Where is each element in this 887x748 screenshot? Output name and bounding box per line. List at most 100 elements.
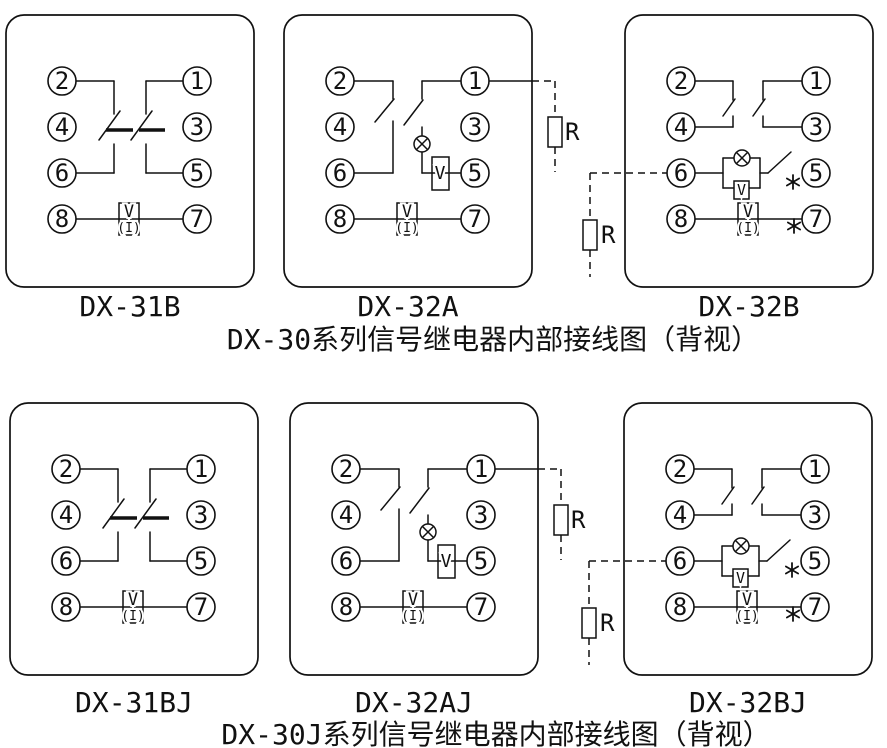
terminal-number: 4 <box>673 501 687 529</box>
terminal-circle <box>331 546 361 576</box>
terminal-circle <box>800 454 830 484</box>
terminal-circle <box>47 66 77 96</box>
resistor-icon <box>553 504 569 536</box>
terminal-number: 6 <box>673 547 687 575</box>
terminal-circle <box>666 204 696 234</box>
terminal-number: 2 <box>673 455 687 483</box>
terminal-circle <box>666 158 696 188</box>
terminal-circle <box>466 500 496 530</box>
asterisk-icon <box>787 218 801 234</box>
terminal-circle <box>186 500 216 530</box>
terminal-number: 4 <box>339 501 353 529</box>
terminal-circle <box>47 112 77 142</box>
contact-blade-icon <box>766 539 791 562</box>
terminal-circle <box>460 66 490 96</box>
terminal-circle <box>182 66 212 96</box>
terminal-number: 5 <box>468 159 482 187</box>
terminal-number: 4 <box>333 113 347 141</box>
terminal-circle <box>801 158 831 188</box>
terminal-number: 1 <box>194 455 208 483</box>
diagram-dx-32aj: R V V (I) 2 4 6 8 1 3 5 7 <box>289 402 586 676</box>
terminal-number: 1 <box>474 455 488 483</box>
terminal-number: 2 <box>55 67 69 95</box>
contact-blade-icon <box>751 486 765 505</box>
voltage-element-label: V <box>736 569 745 587</box>
diagram-label: DX-32BJ <box>689 686 807 719</box>
terminal-circle <box>331 592 361 622</box>
terminal-circle <box>800 592 830 622</box>
coil-label-top: V <box>743 202 753 222</box>
diagram-box <box>624 14 874 288</box>
asterisk-icon <box>786 174 800 190</box>
terminal-number: 3 <box>194 501 208 529</box>
terminal-circle <box>325 112 355 142</box>
contact-blade-icon <box>752 98 766 117</box>
terminal-number: 8 <box>59 593 73 621</box>
terminal-number: 8 <box>674 205 688 233</box>
terminal-circle <box>182 204 212 234</box>
terminal-circle <box>460 204 490 234</box>
caption-top: DX-30系列信号继电器内部接线图（背视） <box>227 323 759 356</box>
terminal-circle <box>460 158 490 188</box>
diagram-dx-32a: R V V (I) 2 4 6 8 1 3 5 7 <box>283 14 580 288</box>
terminal-number: 1 <box>190 67 204 95</box>
terminal-circle <box>182 158 212 188</box>
terminal-number: 5 <box>809 159 823 187</box>
resistor-label: R <box>571 506 586 534</box>
terminal-circle <box>47 158 77 188</box>
diagram-dx-32bj: R V V (I) 2 4 6 8 1 <box>581 402 873 676</box>
coil-label-bottom: (I) <box>117 221 140 236</box>
coil-label-bottom: (I) <box>121 609 144 624</box>
terminal-number: 7 <box>808 593 822 621</box>
voltage-element-label: V <box>441 551 452 572</box>
terminal-number: 5 <box>474 547 488 575</box>
coil-box <box>118 202 140 236</box>
contact-blade-icon <box>722 98 736 117</box>
terminal-number: 7 <box>474 593 488 621</box>
terminal-number: 4 <box>55 113 69 141</box>
caption-bottom: DX-30J系列信号继电器内部接线图（背视） <box>221 718 770 748</box>
terminal-circle <box>182 112 212 142</box>
diagram-box <box>289 402 539 676</box>
contact-blade-icon <box>721 486 735 505</box>
terminal-number: 1 <box>808 455 822 483</box>
terminal-number: 2 <box>59 455 73 483</box>
terminal-circle <box>51 500 81 530</box>
terminal-number: 8 <box>333 205 347 233</box>
terminal-number: 3 <box>468 113 482 141</box>
contact-blade-icon <box>403 99 424 126</box>
coil-label-bottom: (I) <box>401 609 424 624</box>
lamp-cross <box>735 151 749 165</box>
contact-blade-icon <box>130 110 153 141</box>
coil-label-top: V <box>408 590 418 610</box>
terminal-circle <box>665 500 695 530</box>
terminal-number: 3 <box>474 501 488 529</box>
terminal-circle <box>325 204 355 234</box>
diagram-dx-31bj: V (I) 2 4 6 8 1 3 5 7 <box>9 402 259 676</box>
coil-label-top: V <box>128 590 138 610</box>
terminal-circle <box>801 66 831 96</box>
terminal-circle <box>460 112 490 142</box>
terminal-number: 6 <box>333 159 347 187</box>
terminal-circle <box>325 66 355 96</box>
voltage-element-box <box>732 568 749 588</box>
terminal-circle <box>51 546 81 576</box>
terminal-circle <box>331 500 361 530</box>
terminal-number: 3 <box>809 113 823 141</box>
coil-label-bottom: (I) <box>395 221 418 236</box>
terminal-circle <box>47 204 77 234</box>
resistor-icon <box>547 116 563 148</box>
terminal-circle <box>666 66 696 96</box>
resistor-icon <box>582 219 598 251</box>
voltage-element-box <box>733 180 750 200</box>
terminal-circle <box>665 592 695 622</box>
diagram-box <box>283 14 533 288</box>
contact-blade-icon <box>134 498 157 529</box>
lamp-cross <box>415 137 429 151</box>
terminal-number: 1 <box>809 67 823 95</box>
terminal-circle <box>186 546 216 576</box>
terminal-number: 6 <box>55 159 69 187</box>
diagram-dx-31b: V (I) 2 4 6 8 1 3 5 7 <box>5 14 255 288</box>
coil-label-bottom: (I) <box>735 609 758 624</box>
